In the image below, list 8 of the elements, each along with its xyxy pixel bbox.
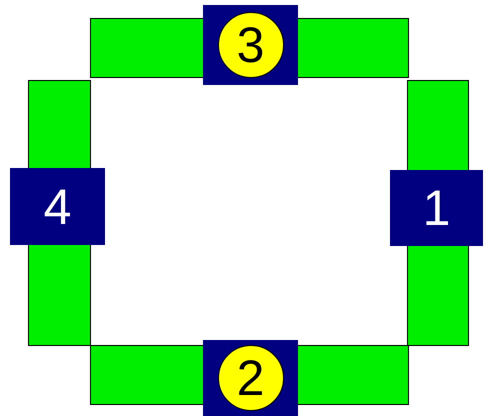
number-panel bbox=[390, 170, 483, 246]
number-panel bbox=[10, 168, 105, 245]
number-label: 4 bbox=[44, 182, 72, 232]
number-circle: 2 bbox=[218, 345, 284, 411]
number-panel bbox=[203, 340, 298, 416]
number-circle: 3 bbox=[218, 12, 284, 78]
number-panel bbox=[203, 5, 298, 85]
number-label: 1 bbox=[422, 183, 450, 233]
